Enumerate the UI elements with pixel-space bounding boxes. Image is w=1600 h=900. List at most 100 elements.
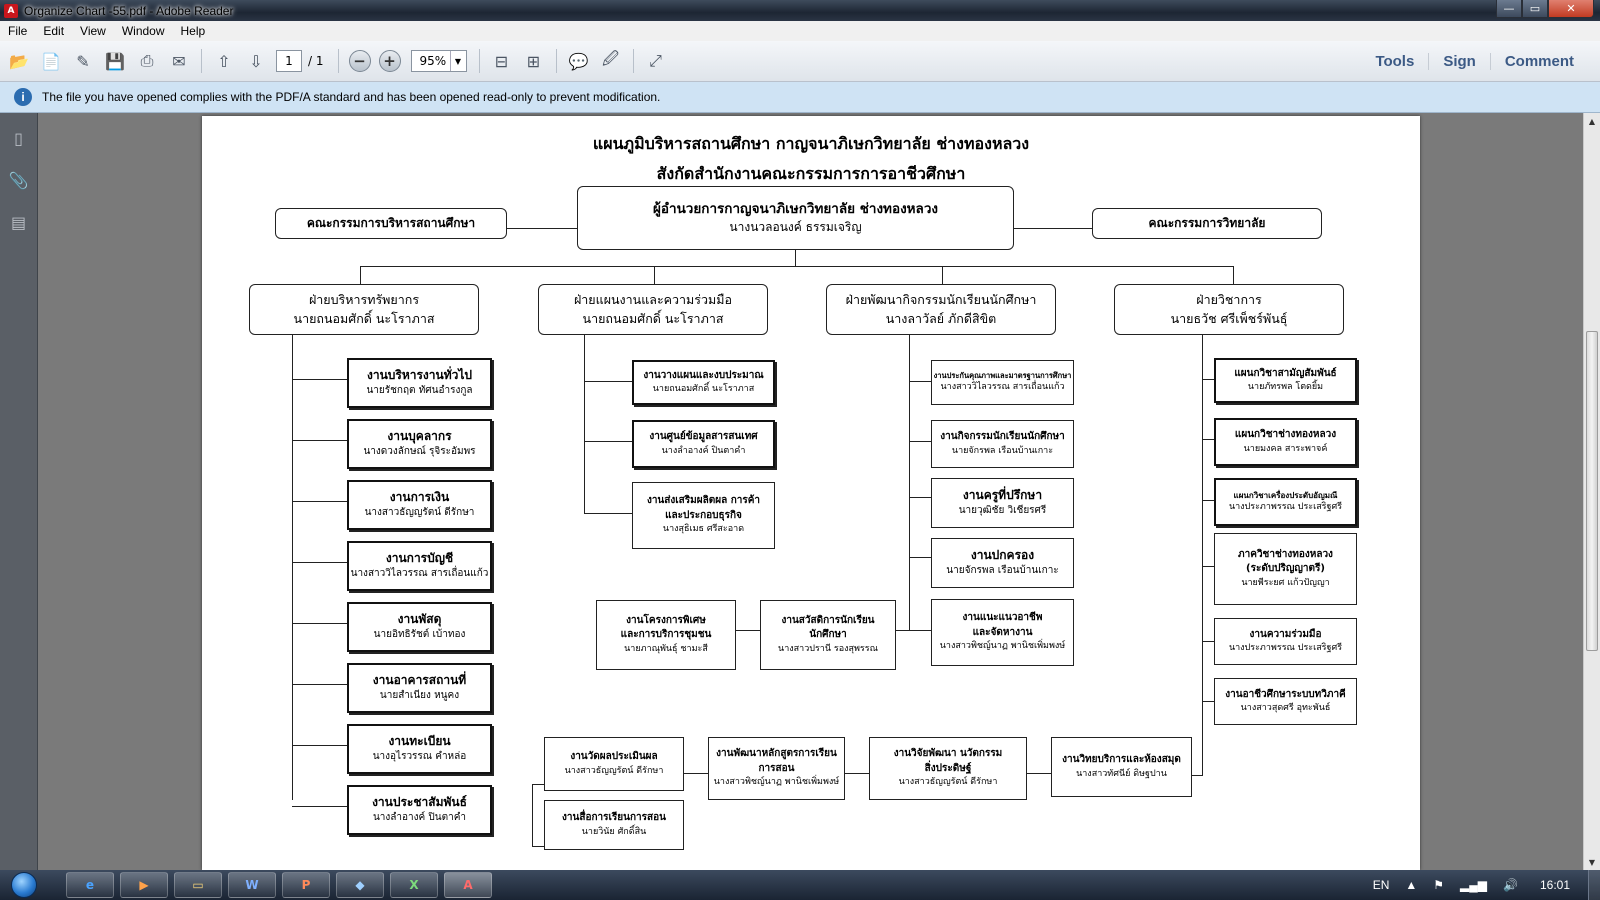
unit-head: นางสาวพิชญ์นาฏ พานิชเพิ่มพงษ์	[713, 777, 840, 788]
zoom-select[interactable]: 95%▼	[410, 50, 467, 72]
page-total: / 1	[308, 54, 324, 68]
scroll-thumb[interactable]	[1586, 331, 1598, 651]
unit-head: นางสาวทัศนีย์ ดิษฐปาน	[1076, 768, 1167, 779]
zoom-out-icon[interactable]: −	[348, 50, 371, 72]
unit-title: งานพัสดุ	[397, 612, 442, 627]
sign-link[interactable]: Sign	[1428, 52, 1490, 70]
unit-title: แผนกวิชาช่างทองหลวง	[1234, 429, 1337, 441]
taskbar-media-player-icon[interactable]: ▶	[120, 872, 168, 898]
unit-title: งานบริหารงานทั่วไป	[366, 368, 473, 383]
unit-head: นายภัทรพล โตดยิ้ม	[1247, 382, 1324, 393]
unit-title: งานครูที่ปรึกษา	[962, 488, 1043, 503]
division-head: นายถนอมศักดิ์ นะโราภาส	[293, 310, 435, 326]
unit-box: งานโครงการพิเศษและการบริการชุมชนนายภาณุพ…	[596, 600, 736, 670]
taskbar-word-icon[interactable]: W	[228, 872, 276, 898]
unit-title-line2: สิ่งประดิษฐ์	[924, 762, 972, 774]
division-title: ฝ่ายแผนงานและความร่วมมือ	[573, 292, 733, 308]
unit-box: งานวางแผนและงบประมาณนายถนอมศักดิ์ นะโราภ…	[632, 360, 775, 405]
unit-box: งานวิทยบริการและห้องสมุดนางสาวทัศนีย์ ดิ…	[1051, 737, 1192, 797]
unit-box: งานประชาสัมพันธ์นางลำอางค์ ปินตาคำ	[347, 785, 492, 835]
fit-page-icon[interactable]: ⊟	[494, 51, 509, 71]
clock[interactable]: 16:01	[1539, 878, 1570, 892]
comment-link[interactable]: Comment	[1489, 52, 1588, 70]
fit-width-icon[interactable]: ⊞	[526, 51, 541, 71]
maximize-button[interactable]: ▭	[1522, 0, 1548, 18]
standards-icon[interactable]: ▤	[10, 212, 27, 232]
menu-window[interactable]: Window	[121, 24, 165, 38]
unit-box: งานทะเบียนนางอุไรวรรณ คำหล่อ	[347, 724, 492, 774]
taskbar-powerpoint-icon[interactable]: P	[282, 872, 330, 898]
menu-edit[interactable]: Edit	[43, 24, 65, 38]
zoom-in-icon[interactable]: +	[378, 50, 401, 72]
close-button[interactable]: ✕	[1548, 0, 1594, 18]
unit-title: งานบุคลากร	[387, 429, 452, 444]
unit-title: งานการเงิน	[389, 490, 450, 505]
unit-box: งานการเงินนางสาวธัญญรัตน์ ดีรักษา	[347, 480, 492, 530]
tools-link[interactable]: Tools	[1375, 52, 1415, 70]
unit-head: นายจักรพล เรือนบ้านเกาะ	[946, 565, 1059, 577]
page-thumbnails-icon[interactable]: ▯	[14, 128, 23, 148]
menu-view[interactable]: View	[80, 24, 106, 38]
unit-head: นายจักรพล เรือนบ้านเกาะ	[951, 445, 1054, 456]
unit-title: แผนกวิชาเครื่องประดับอัญมณี	[1233, 490, 1338, 500]
unit-head: นางดวงลักษณ์ รุจิระอัมพร	[363, 446, 476, 458]
unit-title: ภาควิชาช่างทองหลวง	[1238, 548, 1333, 560]
save-icon[interactable]: 💾	[105, 51, 125, 71]
unit-box: งานอาคารสถานที่นายสำเนียง หนูคง	[347, 663, 492, 713]
volume-icon[interactable]: 🔊	[1503, 878, 1518, 892]
taskbar-ie-icon[interactable]: e	[66, 872, 114, 898]
page-number-input[interactable]: 1	[276, 50, 302, 72]
zoom-value: 95%	[419, 54, 447, 68]
unit-head: นางประภาพรรณ ประเสริฐศรี	[1228, 502, 1343, 513]
fullscreen-icon[interactable]: ⤢	[649, 51, 662, 70]
unit-box: งานการบัญชีนางสาววิไลวรรณ สารเถื่อนแก้ว	[347, 541, 492, 591]
chart-subtitle: สังกัดสำนักงานคณะกรรมการการอาชีวศึกษา	[656, 164, 966, 183]
title-bar: A Organize Chart -55.pdf - Adobe Reader …	[0, 0, 1600, 21]
unit-title: งานส่งเสริมผลิตผล การค้า	[646, 495, 761, 507]
next-page-icon[interactable]: ⇩	[249, 51, 263, 71]
flag-icon[interactable]: ⚑	[1433, 878, 1445, 892]
edit-icon[interactable]: ✎	[76, 51, 90, 71]
taskbar-excel-icon[interactable]: X	[390, 872, 438, 898]
vertical-scrollbar[interactable]: ▲ ▼	[1583, 113, 1600, 870]
comment-icon[interactable]: 💬	[568, 51, 589, 71]
unit-title-line2: และการบริการชุมชน	[620, 629, 712, 641]
unit-title: งานพัฒนาหลักสูตรการเรียน	[716, 748, 837, 760]
unit-head: นางสาวธัญญรัตน์ ดีรักษา	[364, 507, 475, 519]
unit-box: งานอาชีวศึกษาระบบทวิภาคีนางสาวสุดศรี อุท…	[1214, 678, 1357, 725]
print-icon[interactable]: ⎙	[140, 51, 154, 70]
taskbar-app-icon[interactable]: ◆	[336, 872, 384, 898]
info-message: The file you have opened complies with t…	[42, 90, 661, 104]
previous-page-icon[interactable]: ⇧	[217, 51, 231, 71]
unit-title: งานกิจกรรมนักเรียนนักศึกษา	[940, 431, 1065, 443]
show-desktop-button[interactable]	[1588, 870, 1600, 900]
menu-file[interactable]: File	[8, 24, 28, 38]
unit-box: งานบริหารงานทั่วไปนายรัชกฤต ทัศนอำรงกูล	[347, 358, 492, 408]
unit-title: งานวิจัยพัฒนา นวัตกรรม	[893, 748, 1003, 760]
highlight-icon[interactable]: 🖉	[601, 48, 620, 68]
start-button[interactable]	[6, 870, 42, 900]
unit-head: นายพีระยศ แก้วปัญญา	[1241, 577, 1330, 588]
info-icon: i	[14, 88, 32, 106]
minimize-button[interactable]: —	[1496, 0, 1522, 18]
unit-head: นางสุธิเมธ ศรีสะอาด	[662, 524, 745, 535]
attachment-icon[interactable]: 📎	[8, 170, 29, 190]
scroll-up-icon[interactable]: ▲	[1588, 116, 1596, 126]
tray-arrow-icon[interactable]: ▲	[1405, 878, 1418, 892]
unit-head: นายมงคล สาระพาจค์	[1243, 443, 1328, 454]
taskbar-adobe-reader-icon[interactable]: A	[444, 872, 492, 898]
scroll-down-icon[interactable]: ▼	[1588, 857, 1596, 867]
create-pdf-icon[interactable]: 📄	[41, 51, 61, 71]
unit-title: งานสื่อการเรียนการสอน	[562, 812, 666, 824]
language-indicator[interactable]: EN	[1372, 878, 1390, 892]
unit-box: งานประกันคุณภาพและมาตรฐานการศึกษานางสาวว…	[931, 360, 1074, 405]
chart-title: แผนภูมิบริหารสถานศึกษา กาญจนาภิเษกวิทยาล…	[592, 134, 1030, 153]
email-icon[interactable]: ✉	[172, 51, 186, 71]
network-icon[interactable]: ▂▄▆	[1460, 878, 1488, 892]
unit-head: นายวุฒิชัย วิเชียรศรี	[958, 505, 1047, 517]
menu-help[interactable]: Help	[180, 24, 206, 38]
committee-right-box: คณะกรรมการวิทยาลัย	[1092, 208, 1322, 239]
open-icon[interactable]: 📂	[9, 51, 29, 71]
unit-title: งานสวัสดิการนักเรียน	[781, 614, 875, 626]
taskbar-explorer-icon[interactable]: ▭	[174, 872, 222, 898]
